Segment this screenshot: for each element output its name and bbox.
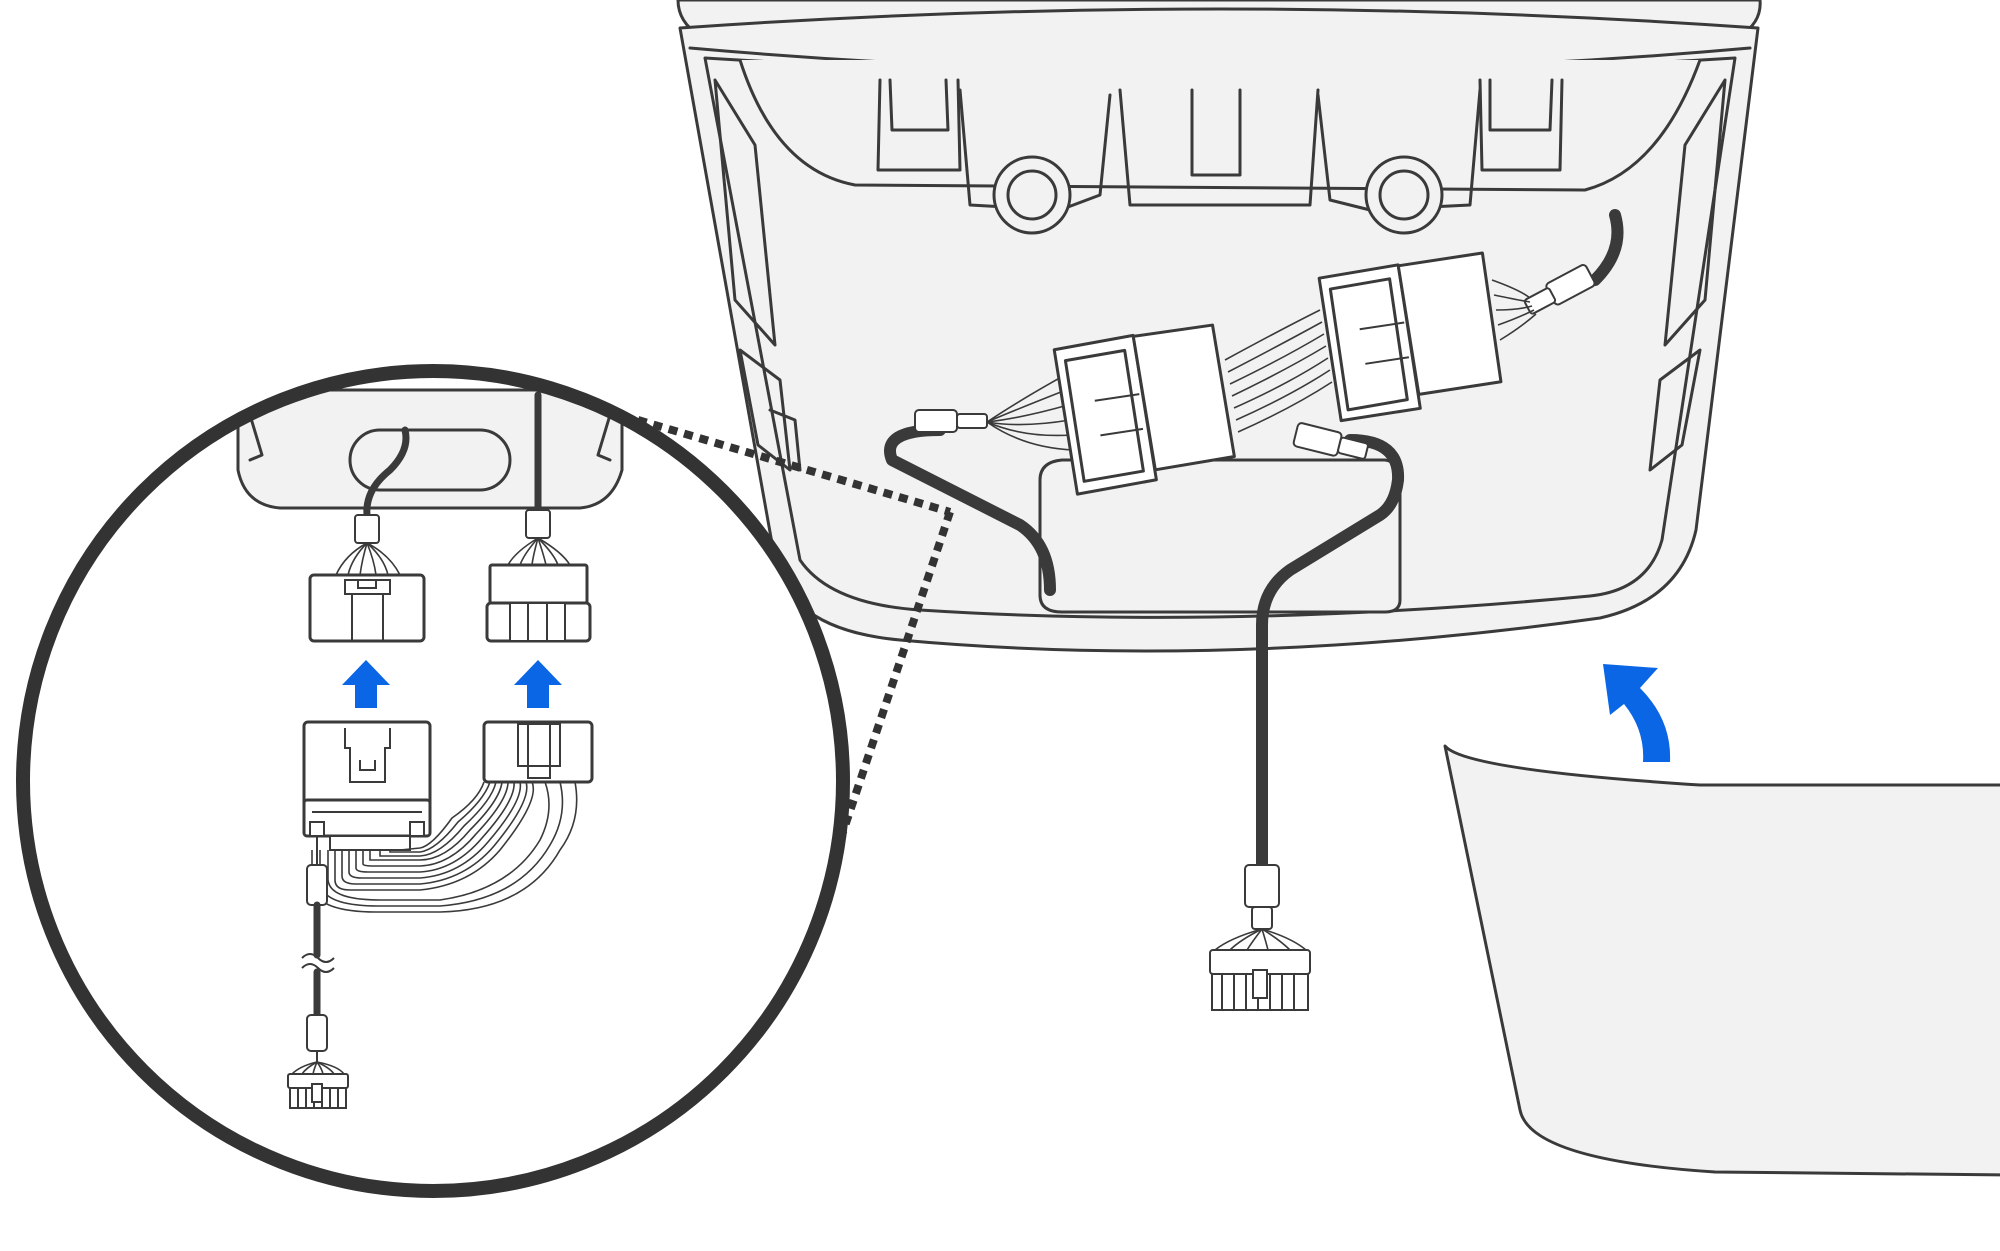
arrow-up-icon (342, 660, 390, 708)
inset-connector-right-top (485, 509, 592, 643)
inset-connector-left-top (308, 514, 426, 643)
connector-pair-right (1317, 251, 1503, 423)
inset-inline-fuse (306, 864, 328, 906)
arrow-up-icon (514, 660, 562, 708)
detail-zoom-circle (16, 364, 850, 1198)
trim-cover (1443, 744, 2000, 1177)
hanging-connector (1209, 864, 1311, 1011)
inset-small-connector (287, 1061, 349, 1109)
callout-line-upper (636, 416, 952, 516)
curved-arrow-icon (1603, 664, 1671, 762)
installed-harness (884, 209, 1624, 1011)
inline-fuse-middle (1292, 422, 1369, 460)
console-housing (676, 0, 1762, 653)
connector-pair-left (1052, 323, 1236, 496)
inset-connector-right-bottom (482, 720, 594, 784)
inline-fuse-left (914, 409, 988, 433)
inset-connector-left-bottom (302, 720, 432, 851)
inset-ribbon-wires (311, 781, 578, 913)
callout-line-lower (838, 510, 954, 837)
